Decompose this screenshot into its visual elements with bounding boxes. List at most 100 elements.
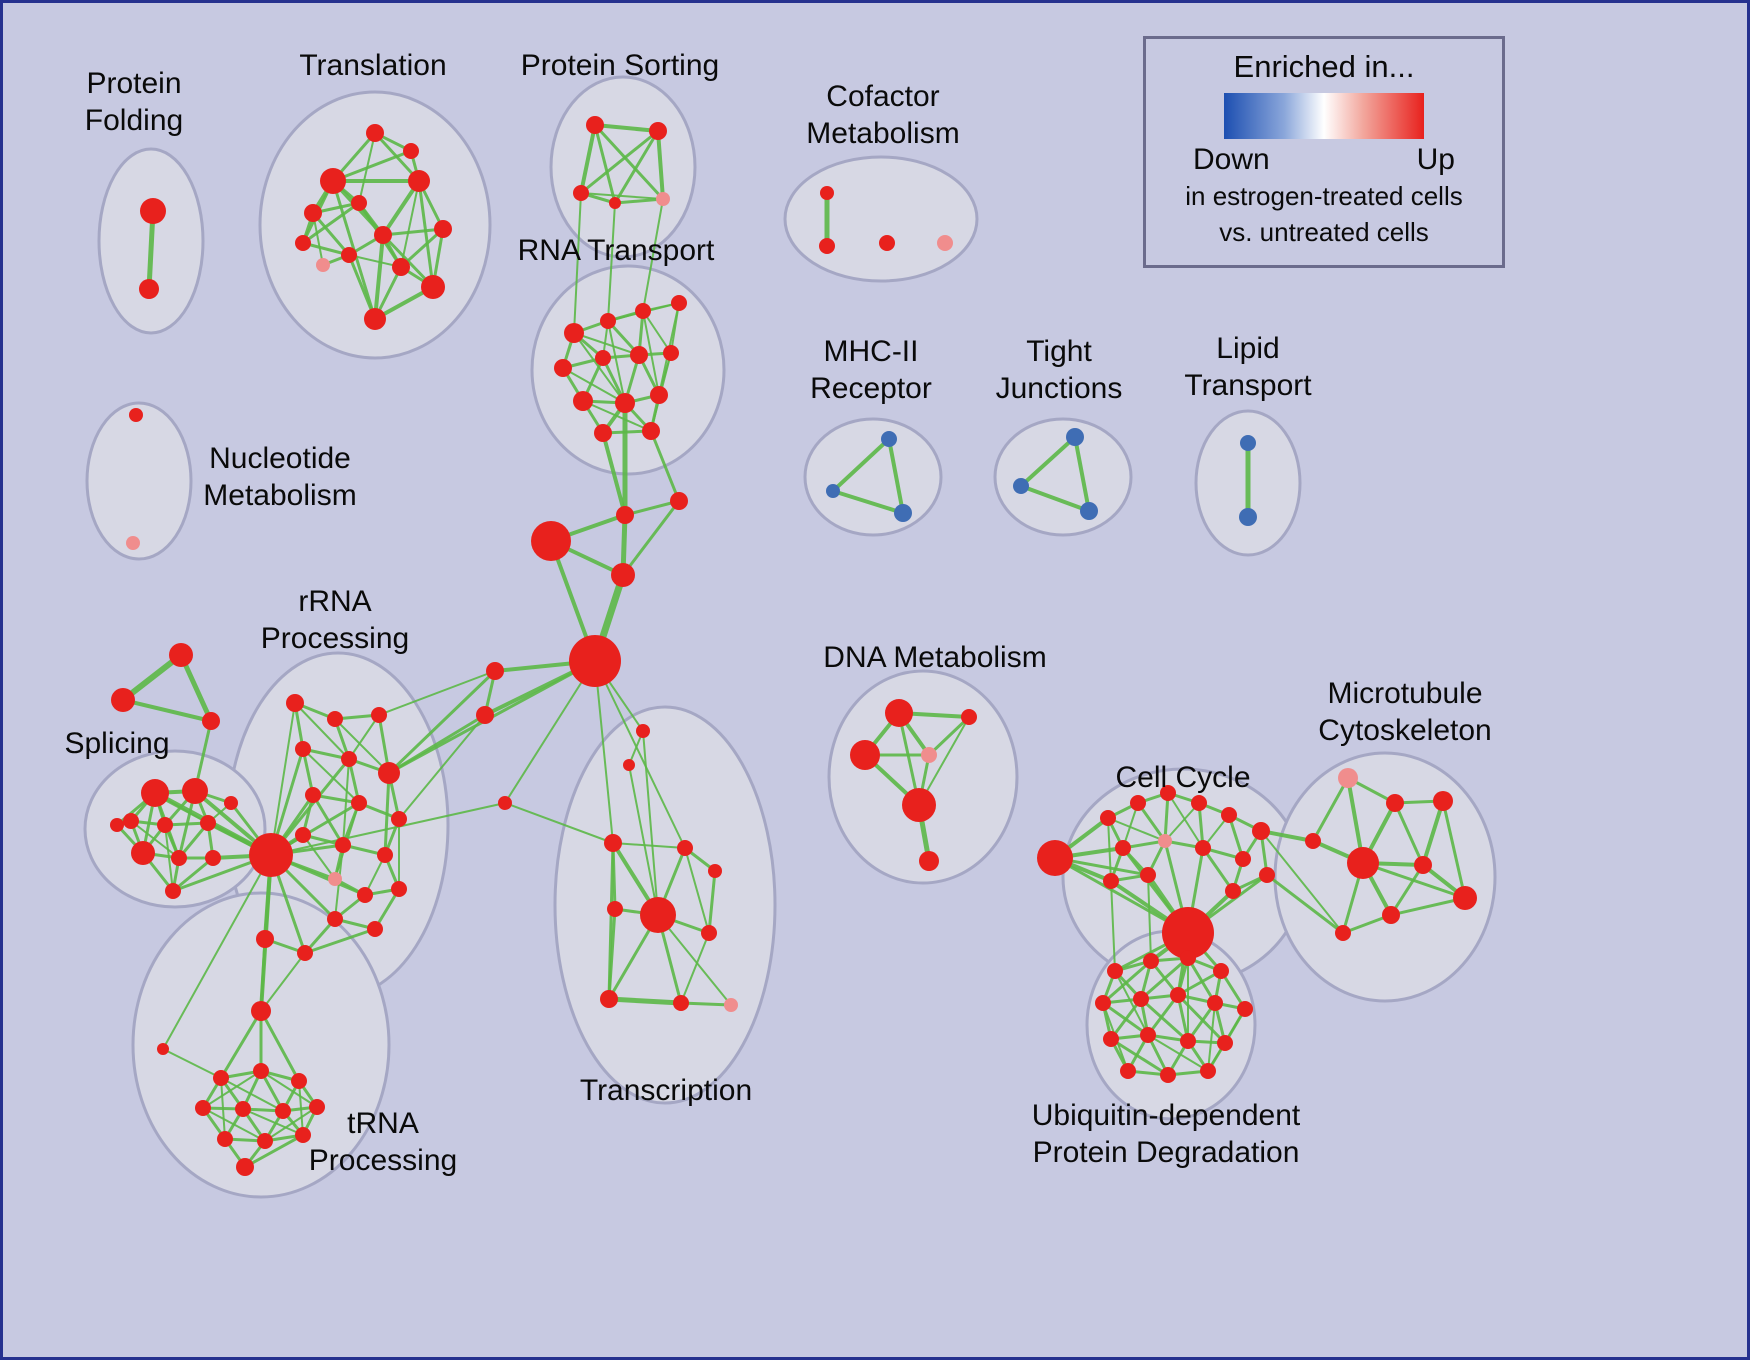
gene-set-node [1100, 810, 1116, 826]
enrichment-edge [573, 332, 640, 356]
enrichment-edge [628, 764, 659, 916]
enrichment-edge [707, 869, 717, 935]
gene-set-node [140, 198, 166, 224]
gene-set-node [1160, 1067, 1176, 1083]
gene-set-node [217, 1131, 233, 1147]
gene-set-node [256, 930, 274, 948]
gene-set-node [724, 998, 738, 1012]
gene-set-node [1252, 822, 1270, 840]
gene-set-node [295, 1127, 311, 1143]
enrichment-edge [381, 233, 435, 289]
gene-set-node [564, 323, 584, 343]
gene-set-node [297, 945, 313, 961]
gene-set-node [921, 747, 937, 763]
enrichment-edge [593, 123, 617, 205]
cluster-splicing [83, 749, 267, 909]
enrichment-edge [1073, 435, 1091, 513]
gene-set-node [328, 872, 342, 886]
gene-set-node [1066, 428, 1084, 446]
gene-set-node [434, 220, 452, 238]
gene-set-node [663, 345, 679, 361]
gene-set-node [182, 778, 208, 804]
gene-set-node [286, 694, 304, 712]
gene-set-node [139, 279, 159, 299]
gene-set-node [157, 1043, 169, 1055]
enrichment-edge [260, 952, 306, 1012]
gene-set-node [630, 346, 648, 364]
gene-set-node [257, 1133, 273, 1149]
enrichment-edge [1114, 970, 1149, 1036]
gene-set-node [1115, 840, 1131, 856]
gene-set-node [701, 925, 717, 941]
gene-set-node [1195, 840, 1211, 856]
cluster-label-dna-metabolism: DNA Metabolism [823, 641, 1046, 674]
gene-set-node [1180, 1033, 1196, 1049]
gene-set-node [1158, 834, 1172, 848]
gene-set-node [351, 795, 367, 811]
gene-set-node [213, 1070, 229, 1086]
enrichment-edge [378, 670, 496, 716]
gene-set-node [820, 186, 834, 200]
gene-set-node [408, 170, 430, 192]
enrichment-edge [831, 489, 905, 515]
cluster-mhc-ii-receptor [803, 417, 943, 537]
gene-set-node [656, 192, 670, 206]
gene-set-node [636, 724, 650, 738]
gene-set-node [607, 901, 623, 917]
enrichment-edge [334, 718, 390, 774]
gene-set-node [295, 741, 311, 757]
gene-set-node [604, 834, 622, 852]
gene-set-node [902, 788, 936, 822]
gene-set-node [1103, 1031, 1119, 1047]
enrichment-edge [347, 253, 377, 321]
enrichment-edge [594, 660, 614, 844]
gene-set-node [341, 247, 357, 263]
gene-set-node [611, 563, 635, 587]
gene-set-node [879, 235, 895, 251]
gene-set-node [1235, 851, 1251, 867]
gene-set-node [1160, 785, 1176, 801]
gene-set-node [195, 1100, 211, 1116]
gene-set-node [677, 840, 693, 856]
gene-set-node [635, 303, 651, 319]
enrichment-edge [348, 714, 380, 760]
enrichment-edge [656, 129, 665, 201]
gene-set-node [573, 391, 593, 411]
gene-set-node [649, 122, 667, 140]
enrichment-edge [1146, 993, 1180, 1037]
legend-caption-line1: in estrogen-treated cells [1185, 181, 1463, 211]
gene-set-node [623, 759, 635, 771]
enrichment-edge [621, 499, 681, 577]
gene-set-node [1225, 883, 1241, 899]
gene-set-node [157, 817, 173, 833]
gene-set-node [364, 308, 386, 330]
cluster-label-rna-transport: RNA Transport [518, 234, 715, 267]
enrichment-edge [162, 854, 272, 1050]
gene-set-node [919, 851, 939, 871]
gene-set-node [251, 1001, 271, 1021]
enrichment-edge [120, 652, 184, 703]
enrichment-edge [1201, 846, 1235, 893]
gene-set-node [351, 195, 367, 211]
enrichment-edge [1101, 959, 1153, 1005]
enrichment-edge [580, 192, 664, 200]
enrichment-edge [642, 730, 659, 916]
gene-set-node [1140, 1027, 1156, 1043]
legend: Enriched in... Down Up in estrogen-treat… [1143, 36, 1505, 268]
gene-set-node [573, 185, 589, 201]
enrichment-edge [259, 1009, 301, 1083]
gene-set-node [670, 492, 688, 510]
enrichment-edge [607, 907, 617, 1001]
enrichment-edge [121, 698, 213, 723]
gene-set-node [200, 815, 216, 831]
gene-set-node [894, 504, 912, 522]
enrichment-edge [219, 1009, 263, 1080]
enrichment-edge [607, 202, 616, 322]
gene-set-node [569, 635, 621, 687]
gene-set-node [169, 643, 193, 667]
gene-set-node [1095, 995, 1111, 1011]
gene-set-node [850, 740, 880, 770]
enrichment-edge [162, 1048, 222, 1079]
